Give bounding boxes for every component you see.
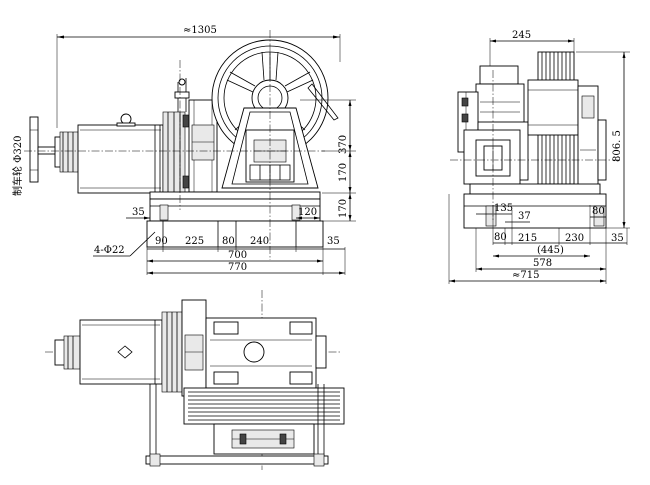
- dim-215-label: 215: [518, 233, 537, 244]
- dim-80-right-label: 80: [592, 206, 605, 217]
- brake-assembly: [162, 78, 190, 195]
- side-view: 245: [448, 30, 630, 284]
- dim-end-offset-label: 35: [327, 236, 340, 247]
- dim-230-label: 230: [565, 233, 584, 244]
- side-gear-housing: [457, 65, 529, 185]
- top-brake-end: [54, 335, 81, 370]
- dim-hole-pitch-c-label: 80: [222, 236, 235, 247]
- dim-base-offset-right-label: 120: [298, 207, 317, 218]
- top-sheave: [183, 387, 345, 425]
- dim-overall-length-label: ≈1305: [183, 25, 217, 36]
- base-frame: [146, 191, 324, 248]
- dim-height-upper-label: 370: [338, 135, 349, 154]
- dim-445-label: (445): [537, 245, 564, 256]
- dim-side-overall-height: 806. 5: [576, 51, 630, 229]
- dim-80-left-label: 80: [494, 232, 507, 243]
- front-view: ≈1305 制车轮 Φ320: [11, 25, 356, 275]
- side-sheave-grooves: [527, 51, 579, 185]
- dim-side-overall-height-label: 806. 5: [612, 130, 623, 162]
- dim-35-label: 35: [611, 233, 624, 244]
- dim-135-label: 135: [494, 203, 513, 214]
- dim-hole-pitch-a-label: 90: [155, 236, 168, 247]
- dim-base-inner-label: 700: [228, 250, 247, 261]
- dim-hole-pitch-b-label: 225: [185, 236, 204, 247]
- dim-715-label: ≈715: [512, 270, 539, 281]
- dim-37-label: 37: [518, 211, 531, 222]
- dim-base-offset-left-label: 35: [132, 207, 145, 218]
- top-motor: [79, 319, 163, 385]
- dim-sheave-width: 245: [489, 30, 575, 70]
- dim-base-widths: 700 770: [147, 247, 346, 275]
- top-gearbox: [205, 317, 327, 389]
- dim-overall-length: ≈1305: [56, 25, 341, 128]
- side-center-lines: [450, 70, 620, 220]
- side-bearing-support: [577, 85, 607, 187]
- top-base-frame: [145, 384, 329, 467]
- dim-height-mid-label: 170: [338, 163, 349, 182]
- top-bearing-base: [213, 423, 315, 455]
- side-base: [463, 183, 607, 229]
- dim-side-bottom-chain: 135 37 80 80 215 230 35 (445) 578 ≈715: [448, 194, 628, 284]
- brake-wheel-label: 制车轮 Φ320: [11, 136, 24, 196]
- dim-base-outer-label: 770: [228, 262, 247, 273]
- top-view: [45, 290, 345, 470]
- dim-base-offsets: 35 120: [126, 207, 320, 220]
- front-center-lines: [24, 30, 325, 260]
- gearbox-frame: [188, 99, 218, 193]
- mounting-holes-label: 4-Φ22: [94, 245, 125, 256]
- dim-front-heights: 370 170 170: [300, 99, 356, 222]
- top-brake: [161, 299, 207, 397]
- mounting-holes-callout: 4-Φ22: [93, 231, 156, 257]
- dim-578-label: 578: [533, 258, 552, 269]
- dim-sheave-width-label: 245: [512, 30, 531, 41]
- dim-hole-pitch-d-label: 240: [250, 236, 269, 247]
- dim-height-base-label: 170: [338, 199, 349, 218]
- motor-body: [77, 113, 164, 194]
- brake-coupling: [59, 131, 79, 173]
